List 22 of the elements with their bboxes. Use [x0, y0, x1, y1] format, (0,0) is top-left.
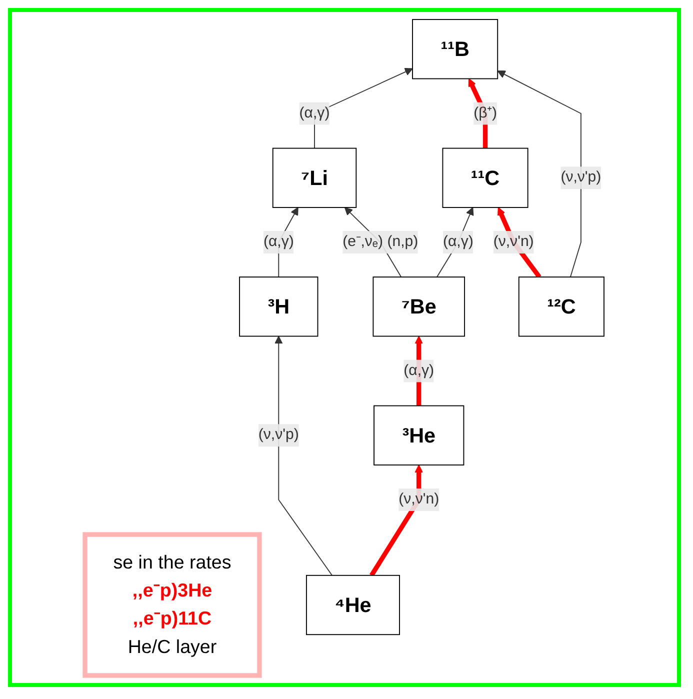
node-box [412, 19, 498, 80]
arrow [274, 336, 333, 576]
edge-label: (ν,ν'p) [258, 426, 299, 443]
node-box [442, 148, 528, 208]
node-box [374, 405, 464, 466]
edge-label: (β⁺) [474, 105, 497, 122]
edge-label: (ν,ν'n) [493, 234, 534, 250]
node-box [518, 276, 604, 337]
edge-label: (α,γ) [404, 362, 434, 379]
edge-label: (e⁻,νₑ) (n,p) [342, 234, 418, 250]
node-box [306, 574, 400, 636]
edge-label: (ν,ν'p) [560, 169, 602, 186]
frame: (α,γ) (β⁺) (ν,ν'p) (α,γ) (e⁻,νₑ) (n,p) (α,γ) (ν,ν'n) (α,γ) (ν,ν'p) (ν,ν'n) ¹¹B ⁷Li ¹¹C ³H ⁷Be ¹²C ³He se in the rates ,,e⁻p)3He ,,e⁻p)11C He/C layer ⁴He [8, 8, 681, 687]
node-box [272, 148, 357, 208]
edge-label: (α,γ) [263, 234, 294, 250]
arrow [436, 207, 474, 278]
node-box [82, 532, 262, 678]
node-box [372, 276, 466, 337]
edge-label: (ν,ν'n) [398, 491, 440, 508]
node-box [239, 276, 318, 337]
edge-label: (α,γ) [442, 234, 474, 250]
edge-label: (α,γ) [299, 105, 330, 122]
